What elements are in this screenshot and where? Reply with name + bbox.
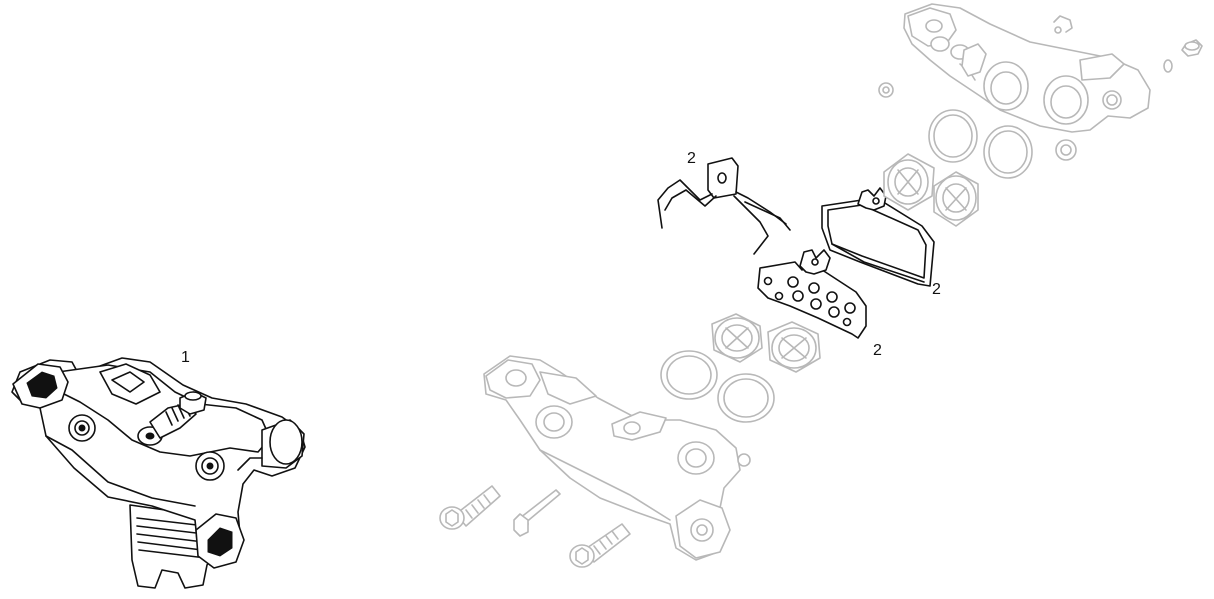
callout-pad-rear: 2: [932, 281, 941, 298]
pad-backing-holes: [763, 276, 856, 327]
ghost-piston-seals-lower: [660, 350, 775, 423]
callout-caliper: 1: [181, 349, 190, 366]
pad-spring: 2: [657, 150, 791, 255]
assembled-caliper: 1: [11, 349, 306, 589]
callout-pad-front: 2: [873, 342, 882, 359]
ghost-small-hardware-top: [878, 15, 1203, 98]
brake-pad-rear: 2: [821, 187, 941, 298]
brake-pad-front: 2: [757, 249, 882, 359]
ghost-caliper-inboard-half: [483, 355, 751, 561]
ghost-piston-seals-upper: [928, 109, 1033, 179]
callout-pad-spring: 2: [687, 150, 696, 167]
ghost-pistons-lower: [711, 313, 821, 373]
ghost-pistons-upper: [883, 153, 979, 227]
ghost-caliper-outboard-half: [903, 3, 1151, 161]
ghost-mounting-bolts: [439, 485, 631, 568]
